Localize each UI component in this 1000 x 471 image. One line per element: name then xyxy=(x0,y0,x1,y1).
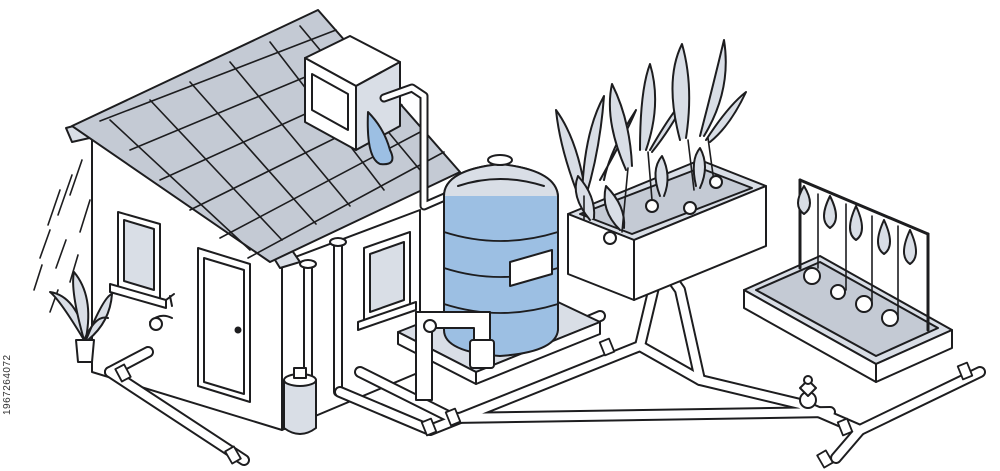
house-icon xyxy=(65,9,475,431)
faucet-icon xyxy=(149,293,175,331)
valve-icon xyxy=(799,375,817,409)
drainpipes xyxy=(299,237,347,397)
pipe-icon xyxy=(379,83,475,211)
vegetable-plant-icon xyxy=(797,185,917,327)
vegetable-plant-icon xyxy=(555,39,747,245)
front-door xyxy=(197,247,251,403)
potted-plant-icon xyxy=(49,271,113,363)
front-window xyxy=(109,211,167,309)
water-tank-icon xyxy=(397,154,601,401)
planter-bed-icon xyxy=(555,39,767,301)
planter-bed-icon xyxy=(743,178,953,383)
gutter-box xyxy=(304,35,401,151)
side-window xyxy=(357,231,417,331)
filter-canister-icon xyxy=(283,367,317,435)
stock-image-id: 1967264072 xyxy=(2,354,13,416)
